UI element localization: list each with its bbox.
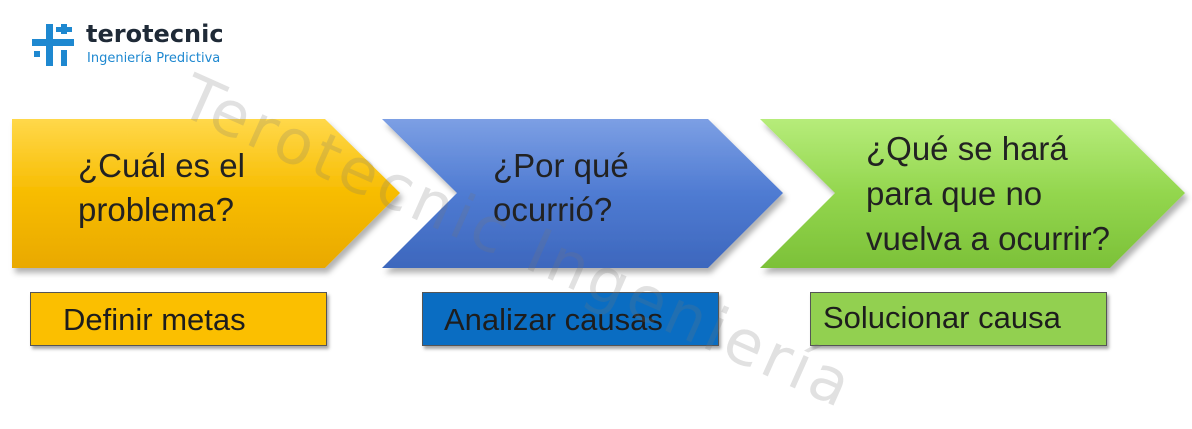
step-3-question: ¿Qué se hará para que no vuelva a ocurri… xyxy=(866,130,1110,257)
step-3-chevron xyxy=(760,119,1185,268)
terotecnic-logo-icon xyxy=(32,24,74,66)
step-1-question: ¿Cuál es el problema? xyxy=(78,147,245,228)
step-3-action-box: Solucionar causa xyxy=(810,292,1107,346)
logo-name: terotecnic xyxy=(86,20,224,48)
step-1-chevron xyxy=(12,119,400,268)
terotecnic-logo: terotecnic Ingeniería Predictiva xyxy=(30,20,250,70)
step-1-action-box: Definir metas xyxy=(30,292,327,346)
logo-tagline: Ingeniería Predictiva xyxy=(87,51,221,66)
step-2-question: ¿Por qué ocurrió? xyxy=(493,147,629,228)
step-2-action-box: Analizar causas xyxy=(422,292,719,346)
step-2-chevron xyxy=(382,119,783,268)
